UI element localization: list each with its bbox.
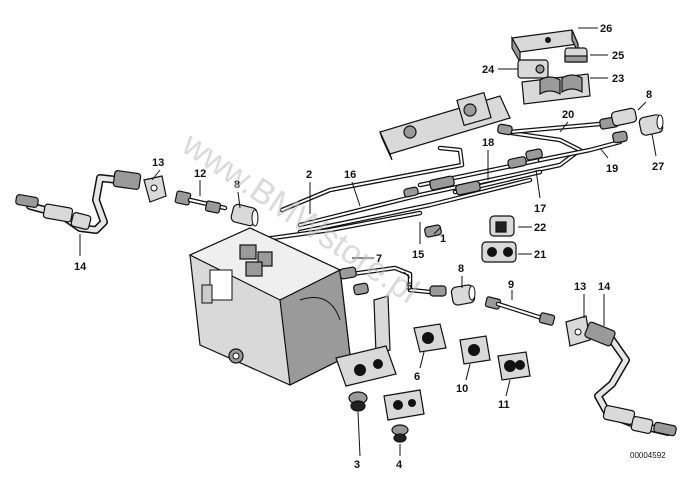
master-cylinder <box>379 91 511 161</box>
callout-19: 19 <box>606 163 618 175</box>
callout-7: 7 <box>376 253 382 265</box>
callout-1: 1 <box>440 233 446 245</box>
callout-17: 17 <box>534 203 546 215</box>
sleeve-8-left <box>230 203 259 227</box>
callout-21: 21 <box>534 249 546 261</box>
leader-lines <box>79 27 657 457</box>
callout-25: 25 <box>612 50 624 62</box>
union-bolt-12 <box>174 190 228 214</box>
callout-14-left: 14 <box>74 261 87 273</box>
callout-9: 9 <box>508 279 514 291</box>
brake-pipe-5 <box>339 265 447 297</box>
callout-5: 5 <box>406 281 412 293</box>
callout-26: 26 <box>600 23 612 35</box>
callout-18: 18 <box>482 137 494 149</box>
pipe-fittings <box>403 116 628 238</box>
callouts: 26 25 24 23 8 20 19 27 18 17 16 2 13 12 … <box>74 23 664 471</box>
callout-6: 6 <box>414 371 420 383</box>
holder-6 <box>413 323 447 353</box>
hydraulic-unit <box>188 227 351 386</box>
callout-22: 22 <box>534 222 546 234</box>
holder-11 <box>497 351 531 381</box>
callout-3: 3 <box>354 459 360 471</box>
callout-2: 2 <box>306 169 312 181</box>
bracket-13-left <box>143 175 167 203</box>
bracket-3 <box>335 295 397 412</box>
callout-12: 12 <box>194 168 206 180</box>
brake-hose-right <box>584 321 677 437</box>
bracket-13-right <box>565 315 591 347</box>
union-bolt-9 <box>484 296 556 326</box>
callout-10: 10 <box>456 383 468 395</box>
callout-8-top: 8 <box>646 89 652 101</box>
clamp-21 <box>481 241 517 263</box>
reference-code: 00004592 <box>630 451 666 460</box>
callout-20: 20 <box>562 109 574 121</box>
clamp-24 <box>517 59 549 79</box>
callout-11: 11 <box>498 399 510 411</box>
callout-13-right: 13 <box>574 281 586 293</box>
callout-23: 23 <box>612 73 624 85</box>
sleeve-8-top <box>610 107 638 127</box>
callout-14-right: 14 <box>598 281 611 293</box>
callout-8-left: 8 <box>234 179 240 191</box>
callout-13-left: 13 <box>152 157 164 169</box>
callout-16: 16 <box>344 169 356 181</box>
callout-8-middle: 8 <box>458 263 464 275</box>
sleeve-27 <box>638 114 664 136</box>
clamp-22 <box>489 215 515 237</box>
holder-10 <box>459 335 491 365</box>
brake-hose-left <box>15 170 142 234</box>
sleeve-8-middle <box>450 284 476 306</box>
callout-27: 27 <box>652 161 664 173</box>
callout-15: 15 <box>412 249 424 261</box>
clamp-23 <box>521 73 591 105</box>
clamp-25 <box>564 47 588 63</box>
bracket-4 <box>383 389 425 443</box>
callout-4: 4 <box>396 459 403 471</box>
callout-24: 24 <box>482 64 495 76</box>
